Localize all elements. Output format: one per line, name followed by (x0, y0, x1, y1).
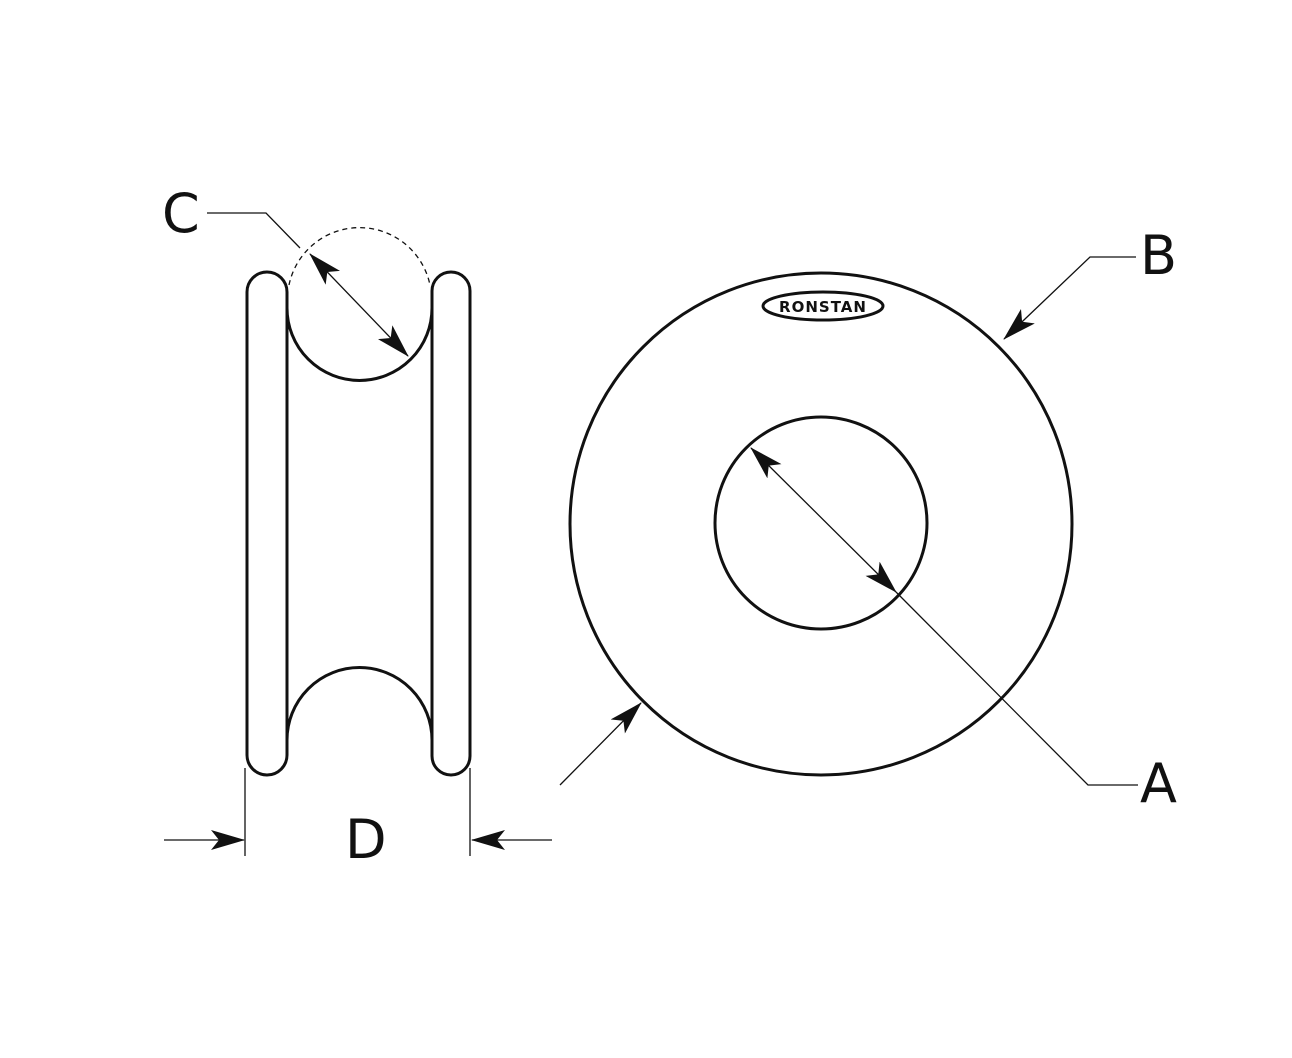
label-a: A (1140, 752, 1177, 815)
svg-text:RONSTAN: RONSTAN (779, 298, 867, 316)
label-c: C (162, 182, 200, 245)
bore-circle (713, 415, 929, 631)
top-groove-dashed (288, 226, 431, 286)
dimension-a (750, 447, 1138, 786)
dimension-d (164, 768, 552, 856)
ronstan-logo: RONSTAN (761, 290, 885, 322)
bottom-groove (285, 666, 434, 741)
dimension-c (207, 212, 409, 357)
outer-circle (568, 271, 1074, 777)
dimension-b (559, 256, 1136, 786)
sheave-front-view (568, 271, 1074, 777)
sheave-side-view (245, 226, 472, 777)
right-flange (430, 270, 472, 777)
label-d: D (345, 808, 387, 871)
left-flange (245, 270, 289, 777)
top-groove (285, 307, 434, 382)
label-b: B (1140, 224, 1177, 287)
